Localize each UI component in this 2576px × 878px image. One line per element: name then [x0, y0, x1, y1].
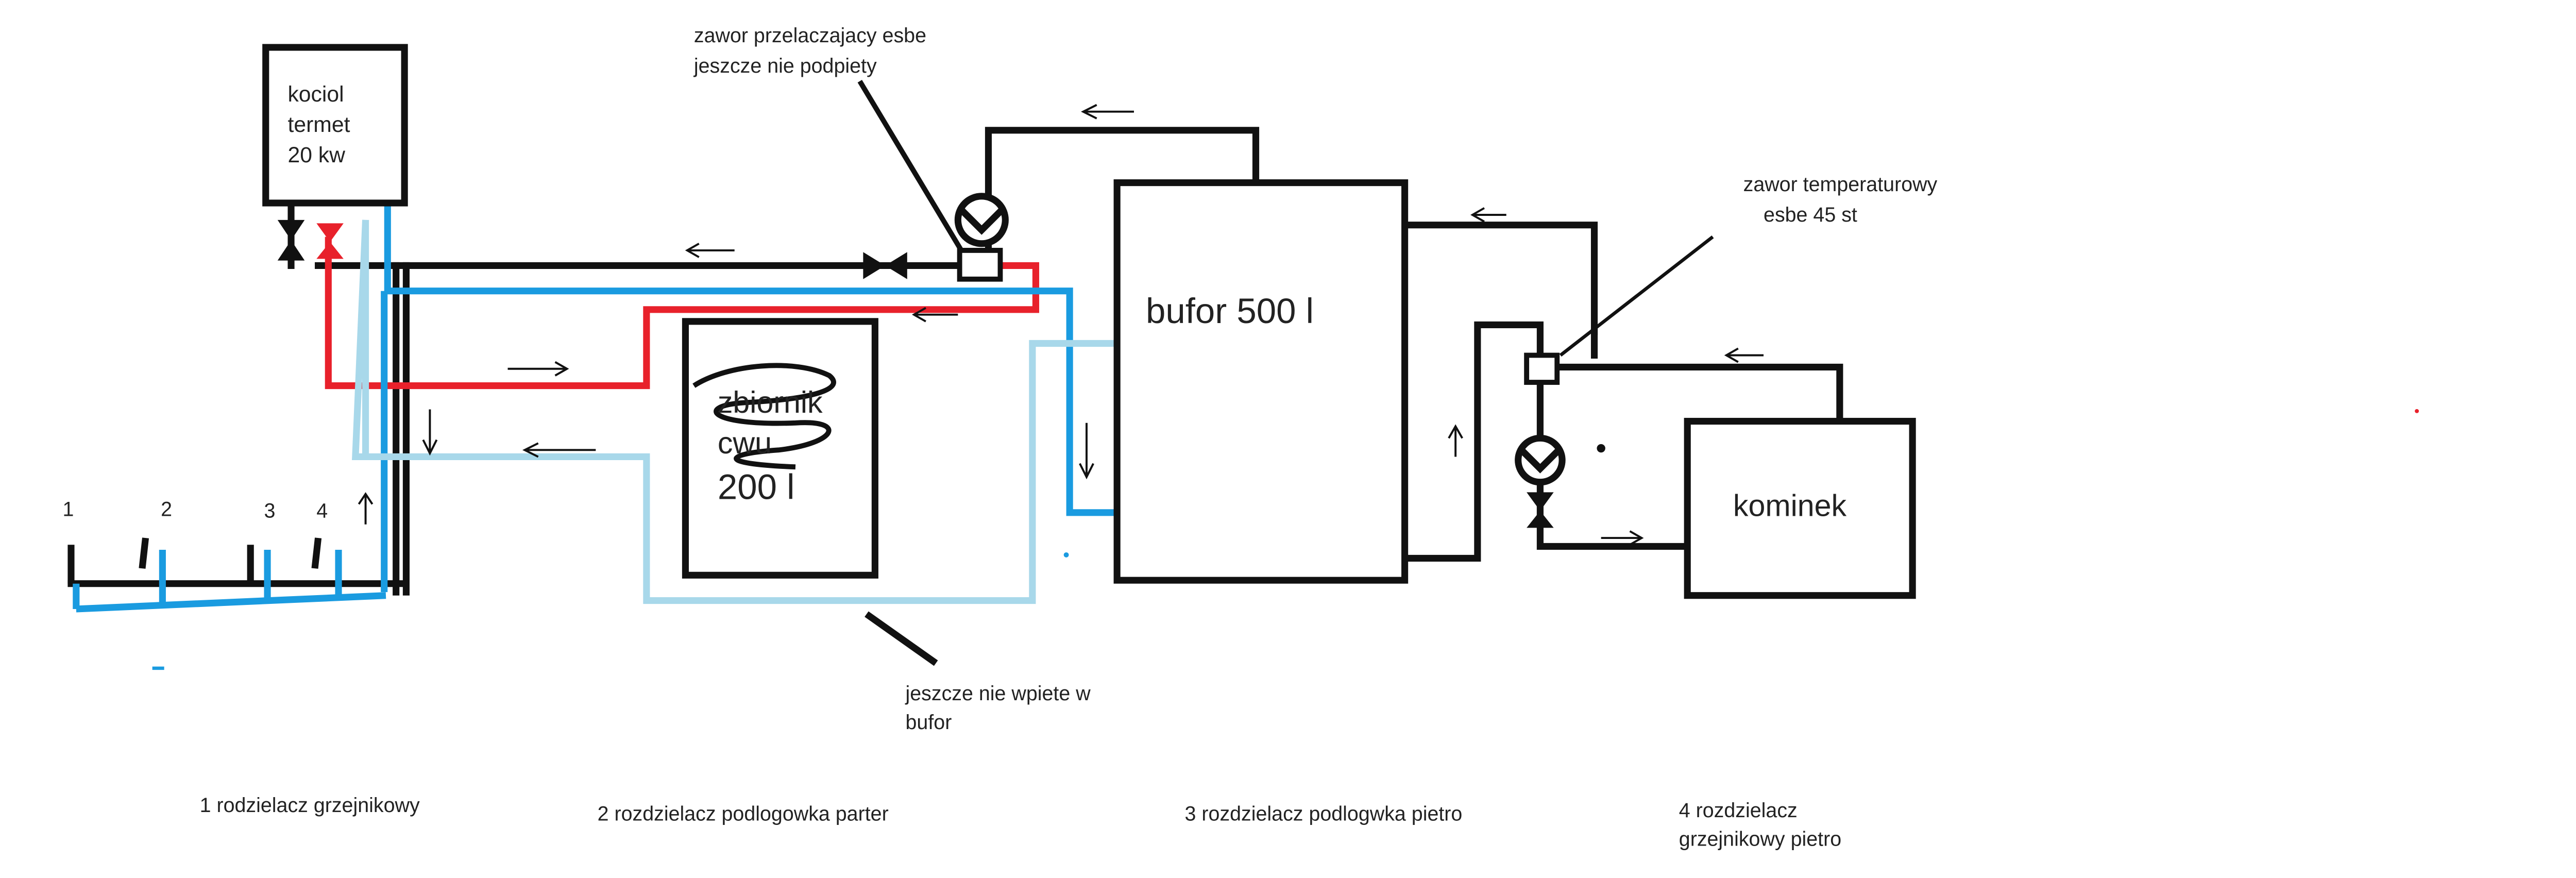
- manifold-number-4: 4: [316, 500, 328, 522]
- not-connected-note-line1: jeszcze nie wpiete w: [905, 682, 1091, 705]
- legend-item-4-line2: grzejnikowy pietro: [1679, 828, 1841, 851]
- legend-item-3: 3 rozdzielacz podlogwka pietro: [1185, 802, 1463, 825]
- flow-arrow-icon: [422, 409, 438, 456]
- black-pipes: [67, 127, 1843, 596]
- circulation-pump-icon: [1515, 434, 1566, 486]
- hot-supply-pipe: [325, 237, 1040, 390]
- manifold-4-riser: [311, 537, 322, 569]
- temp-valve-fireplace-top: [1553, 363, 1843, 425]
- flow-arrow-icon: [507, 361, 569, 377]
- buffer-fireplace-bottom: [1401, 321, 1544, 562]
- butterfly-valve-icon: [316, 223, 344, 259]
- fireplace-label: kominek: [1733, 488, 1847, 522]
- dhw-tank-label-line3: 200 l: [718, 467, 795, 507]
- three-way-valve-icon: [957, 247, 1003, 282]
- dhw-tank-label-line2: cwu: [718, 426, 772, 460]
- manifold-2-riser: [139, 537, 149, 569]
- flow-arrow-icon: [1601, 530, 1644, 546]
- dhw-tank-label-line1: zbiornik: [718, 385, 823, 419]
- buffer-fireplace-top: [1401, 222, 1598, 335]
- circulation-pump-icon: [954, 193, 1009, 247]
- temp-valve-note-line1: zawor temperaturowy: [1743, 173, 1938, 196]
- three-way-valve-icon: [1524, 352, 1560, 385]
- flow-arrow-icon: [1081, 104, 1134, 120]
- return-pipe-left: [352, 220, 1117, 604]
- boiler-box: [262, 44, 408, 207]
- component-boxes: [262, 44, 1916, 599]
- cold-return-pipe: [384, 206, 1117, 516]
- dhw-coil-icon: [692, 363, 836, 470]
- butterfly-valve-icon: [277, 220, 305, 261]
- temp-valve-note-line2: esbe 45 st: [1764, 204, 1857, 226]
- hot-pipes: [325, 237, 1040, 390]
- legend-item-2: 2 rozdzielacz podlogowka parter: [598, 802, 889, 825]
- boiler-label-line1: kociol: [287, 82, 344, 107]
- butterfly-valve-icon: [863, 252, 907, 279]
- buffer-box: [1113, 179, 1409, 584]
- not-connected-note-line2: bufor: [906, 711, 952, 734]
- boiler-label-line2: termet: [287, 112, 350, 137]
- flow-arrow-icon: [1470, 207, 1506, 223]
- manifold-number-2: 2: [161, 498, 172, 520]
- flow-arrow-icon: [522, 442, 596, 458]
- not-connected-annotation-pointer: [865, 611, 938, 666]
- switch-valve-annotation-pointer: [857, 80, 964, 252]
- cold-pipes: [73, 206, 1117, 670]
- boiler-label-line3: 20 kw: [287, 143, 345, 167]
- flow-arrow-icon: [1079, 423, 1094, 480]
- legend-item-1: 1 rodzielacz grzejnikowy: [200, 794, 420, 817]
- legend-item-4-line1: 4 rozdzielacz: [1679, 799, 1798, 822]
- flow-arrow-icon: [1724, 347, 1764, 363]
- flow-arrow-icon: [685, 243, 735, 258]
- butterfly-valve-icon: [1527, 492, 1554, 528]
- return-pipes: [352, 220, 1117, 604]
- flow-arrow-icon: [358, 492, 374, 525]
- switch-valve-note-line1: zawor przelaczajacy esbe: [694, 24, 926, 47]
- fireplace-box: [1684, 417, 1916, 599]
- switch-valve-up-pipe: [985, 127, 1260, 254]
- manifold-number-3: 3: [264, 500, 275, 522]
- stray-red-dot: [2415, 409, 2419, 413]
- stray-black-dot: [1597, 444, 1605, 453]
- flow-arrow-icon: [1448, 424, 1464, 457]
- manifold-number-1: 1: [63, 498, 74, 520]
- flow-arrows: [358, 104, 1764, 546]
- temp-valve-annotation-pointer: [1559, 235, 1714, 357]
- stray-blue-dot: [1063, 552, 1069, 558]
- manifold-risers: [67, 537, 322, 584]
- flow-arrow-icon: [911, 307, 958, 323]
- switch-valve-note-line2: jeszcze nie podpiety: [693, 55, 877, 77]
- manifold-cold-pipe: [76, 592, 386, 613]
- buffer-label: bufor 500 l: [1146, 291, 1314, 331]
